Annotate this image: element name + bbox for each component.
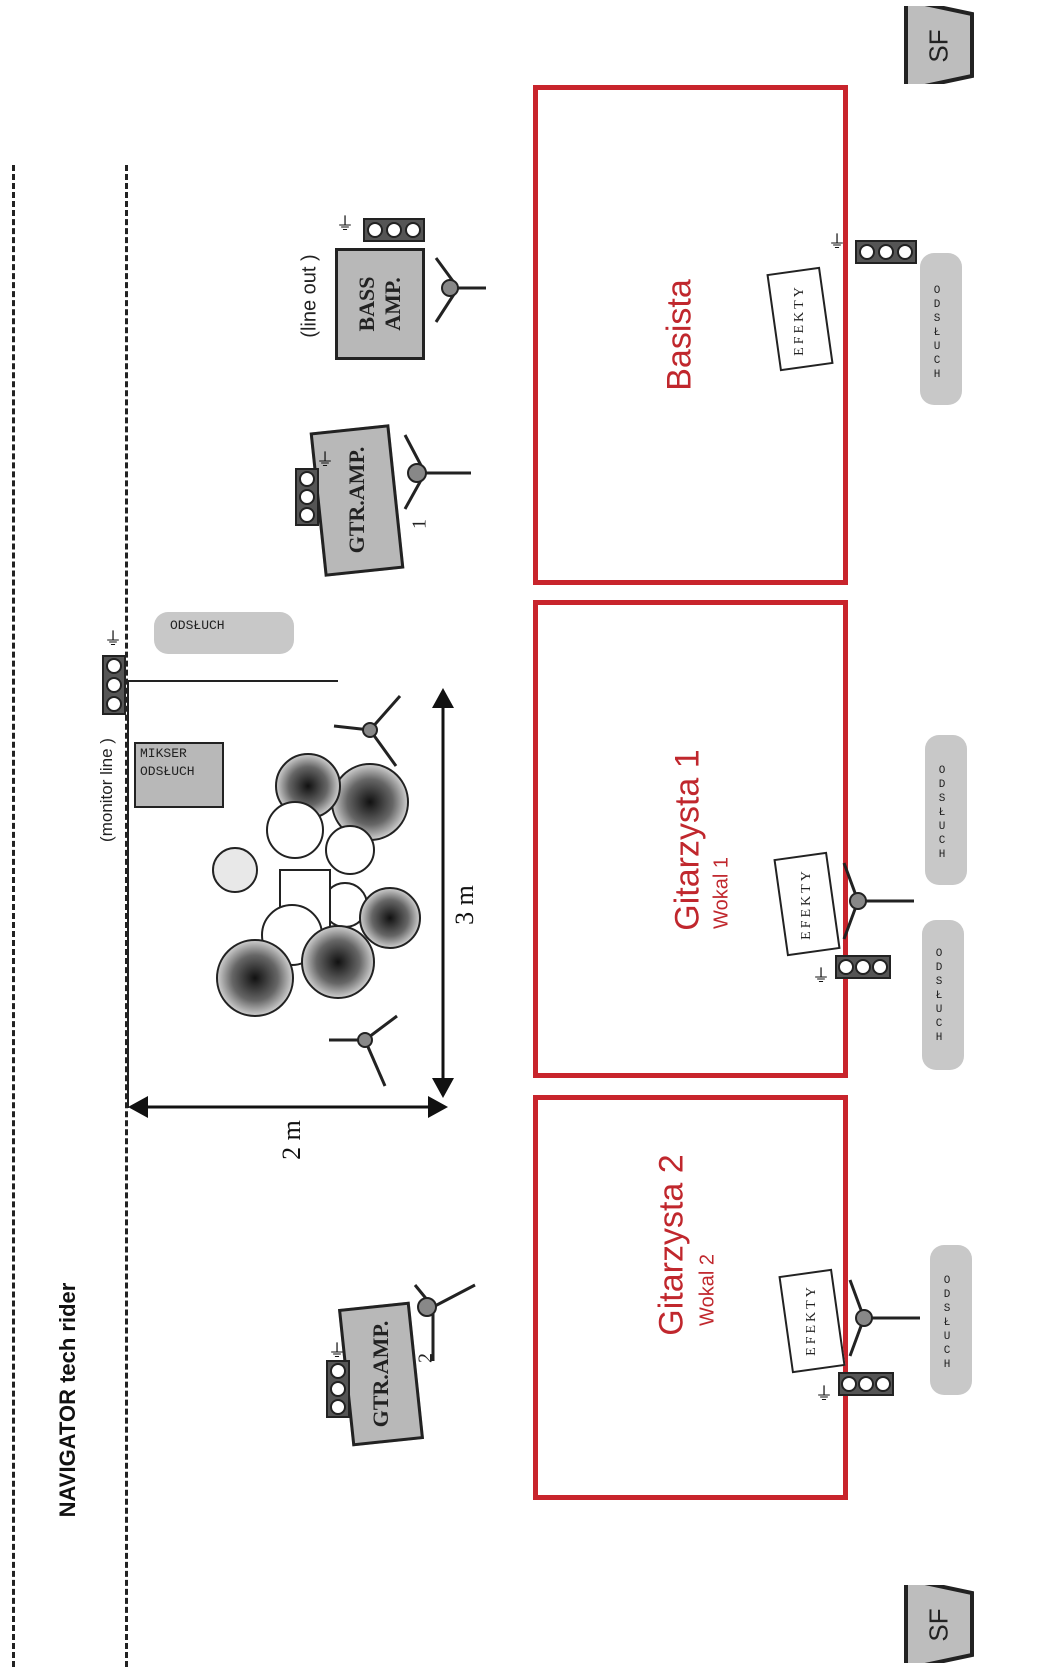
bass-amp-power-strip: [363, 218, 425, 242]
guitar2-monitor-label: ODSŁUCH: [940, 1275, 962, 1373]
back-line-dash-right: [125, 165, 128, 1667]
bass-front-power-strip: [855, 240, 917, 264]
drum-monitor-wedge: [154, 612, 294, 654]
zone-guitar1-vocal: Wokal 1: [710, 857, 733, 929]
guitar-amp-1-label: GTR.AMP.: [344, 446, 369, 554]
guitar2-front-plug-icon: ⏚: [815, 1384, 833, 1404]
back-line-dash-left: [12, 165, 15, 1667]
monitor-mixer-label-1: MIKSER: [140, 746, 187, 761]
bass-effects-label: EFEKTY: [792, 284, 807, 356]
guitar-amp-2-label: GTR.AMP.: [368, 1320, 393, 1428]
guitar1-monitor-a-label: ODSŁUCH: [935, 765, 957, 863]
bass-front-plug-icon: ⏚: [828, 232, 846, 252]
zone-guitar1: [533, 600, 848, 1078]
guitar2-vocal-mic-icon: [848, 1279, 920, 1357]
guitar2-monitor-wedge: [930, 1245, 972, 1395]
bass-monitor-label: ODSŁUCH: [930, 285, 952, 383]
page-title: NAVIGATOR tech rider: [55, 1282, 80, 1518]
mic-stand-1-icon: [403, 434, 471, 510]
side-fill-top-speaker: [904, 6, 974, 84]
guitar1-monitor-wedge-b: [922, 920, 964, 1070]
guitar2-monitor-text: ODSŁUCH: [941, 1275, 953, 1373]
mic-stand-2-icon: [413, 1283, 476, 1361]
monitor-mixer-label-2: ODSŁUCH: [140, 764, 195, 779]
monitor-mixer: [134, 742, 224, 808]
bass-amp-note: (line out ): [298, 254, 321, 338]
guitar2-effects-label: EFEKTY: [804, 1284, 819, 1356]
guitar1-monitor-b-label: ODSŁUCH: [932, 948, 954, 1046]
guitar-amp-1-power-strip: [295, 468, 319, 526]
dimension-width-label: 3 m: [450, 885, 479, 925]
side-fill-bottom-label: SF: [923, 1608, 954, 1642]
guitar1-monitor-b-text: ODSŁUCH: [933, 948, 945, 1046]
guitar1-vocal-mic-icon: [842, 862, 914, 940]
guitar-amp-2-plug-icon: ⏚: [328, 1341, 346, 1361]
mic-number-1: 1: [408, 519, 431, 529]
guitar1-front-plug-icon: ⏚: [812, 966, 830, 986]
drum-power-strip: [102, 655, 126, 715]
zone-guitar1-name: Gitarzysta 1: [668, 749, 707, 931]
dimension-width-arrow: [432, 688, 454, 1098]
guitar-amp-2-power-strip: [326, 1360, 350, 1418]
drum-mic-bottom-icon: [329, 1014, 398, 1087]
drum-mic-top-icon: [333, 695, 402, 767]
side-fill-top-label: SF: [923, 29, 954, 63]
guitar1-monitor-wedge-a: [925, 735, 967, 885]
guitar2-front-power-strip: [838, 1372, 894, 1396]
zone-bass-name: Basista: [660, 279, 699, 391]
bass-amp-plug-icon: ⏚: [336, 214, 354, 234]
drum-plug-icon: ⏚: [104, 629, 122, 649]
drum-riser-outline: [128, 680, 338, 682]
bass-monitor-wedge: [920, 253, 962, 405]
guitar1-effects-label: EFEKTY: [799, 868, 814, 940]
drum-riser-back: [127, 680, 129, 1108]
zone-guitar2: [533, 1095, 848, 1500]
drum-kit-icon: [212, 753, 421, 1017]
mic-stand-bass-amp-icon: [434, 257, 486, 323]
guitar1-monitor-a-text: ODSŁUCH: [936, 765, 948, 863]
bass-monitor-text: ODSŁUCH: [931, 285, 943, 383]
bass-amp-label: BASS AMP.: [354, 276, 405, 332]
dimension-depth-label: 2 m: [277, 1120, 306, 1160]
monitor-line-note: (monitor line ): [97, 738, 116, 842]
dimension-depth-arrow: [128, 1096, 448, 1118]
guitar-amp-1-plug-icon: ⏚: [316, 450, 334, 470]
zone-bass: [533, 85, 848, 585]
bass-amp: [335, 248, 425, 360]
zone-guitar2-vocal: Wokal 2: [696, 1254, 719, 1326]
side-fill-bottom-speaker: [904, 1585, 974, 1663]
drum-monitor-label: ODSŁUCH: [170, 618, 225, 633]
zone-guitar2-name: Gitarzysta 2: [652, 1154, 691, 1336]
mic-number-2: 2: [414, 1353, 437, 1363]
guitar1-front-power-strip: [835, 955, 891, 979]
